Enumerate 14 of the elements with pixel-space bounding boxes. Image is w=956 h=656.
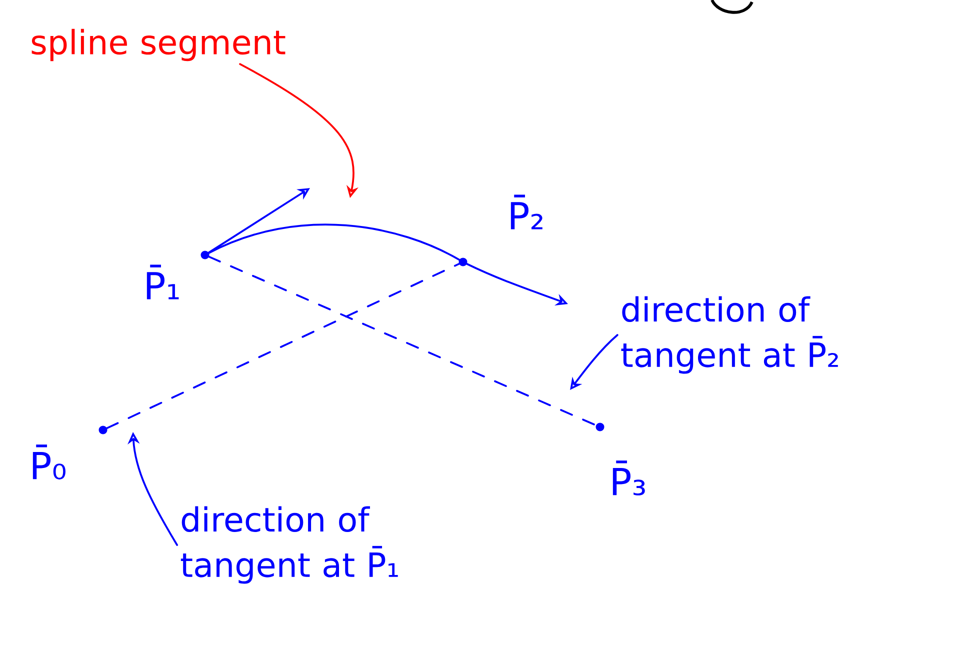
handwritten-note: direction of tangent at P̄₁ [180,506,398,584]
dashed-line [208,256,598,426]
point-dot [458,258,468,266]
handwritten-note: spline segment [32,28,286,62]
spline-curve [208,224,460,261]
point-dot [596,422,604,432]
point-dot [98,426,108,434]
point-dot [200,250,210,260]
handwritten-note: direction of tangent at P̄₂ [621,296,838,374]
point-label: P̄₂ [510,194,542,230]
point-label: P̄₃ [612,460,645,496]
point-label: P̄₁ [146,264,179,300]
dashed-line [106,262,460,430]
point-label: P̄₀ [32,444,66,480]
